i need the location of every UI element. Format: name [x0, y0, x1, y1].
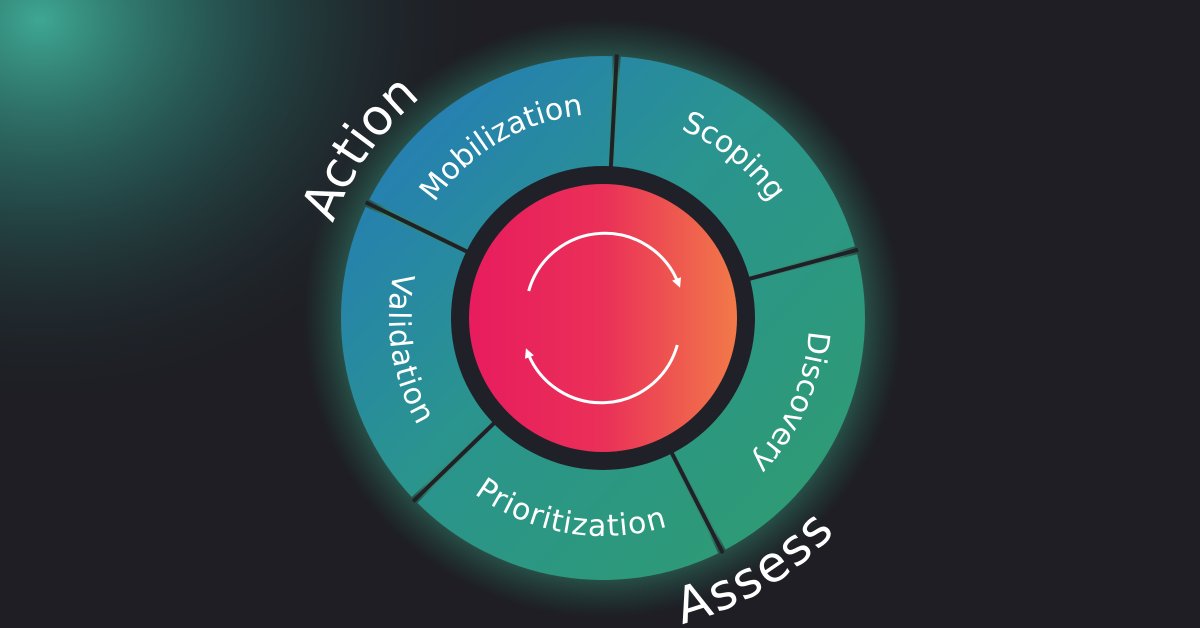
segment-validation — [340, 206, 494, 497]
segment-discovery — [673, 254, 865, 550]
segment-scoping — [613, 56, 855, 277]
segment-divider — [411, 419, 498, 503]
segment-divider — [668, 448, 725, 555]
segment-mobilization — [369, 56, 613, 251]
refresh-cycle-icon — [524, 231, 682, 405]
cycle-ring — [340, 54, 865, 581]
segment-divider — [745, 247, 859, 282]
segment-divider — [608, 54, 619, 171]
center-disc — [469, 184, 737, 452]
segment-divider — [364, 200, 471, 255]
